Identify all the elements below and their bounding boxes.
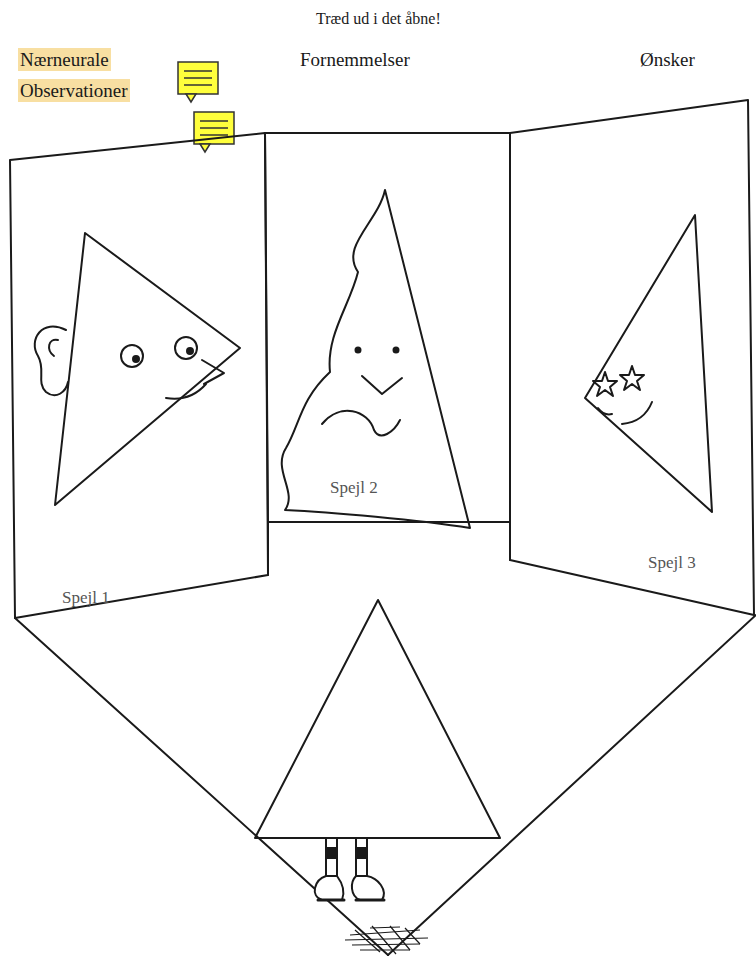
mirror-frame [265, 133, 510, 522]
mirror-label: Spejl 2 [330, 478, 378, 498]
mirror-outline [10, 133, 270, 620]
column-heading: Nærneurale Observationer [18, 48, 130, 102]
mirror-frame [510, 100, 754, 615]
mirror-panel: Spejl 1 [10, 133, 268, 618]
mirror-outline [510, 100, 756, 617]
page-title: Træd ud i det åbne! [316, 10, 441, 28]
column-heading: Ønsker [640, 44, 695, 75]
mirror-label: Spejl 1 [62, 588, 110, 608]
mirror-panel: Spejl 2 [265, 133, 510, 522]
column-heading: Fornemmelser [300, 44, 410, 75]
highlight-block: Nærneurale Observationer [18, 44, 148, 106]
mirror-label: Spejl 3 [648, 553, 696, 573]
mirror-panel: Spejl 3 [510, 100, 754, 615]
mirror-frame [10, 133, 268, 618]
mirror-outline [265, 133, 512, 524]
